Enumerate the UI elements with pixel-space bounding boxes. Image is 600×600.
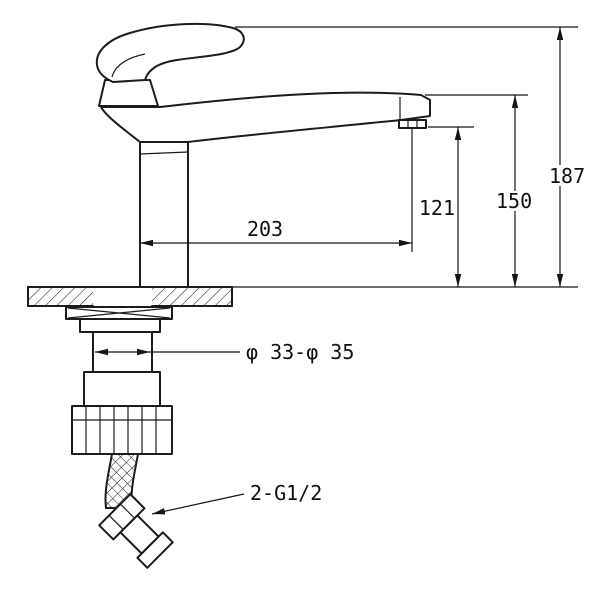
dimension-overall-height: 187 — [232, 26, 587, 288]
dim-label-spout-height: 150 — [496, 189, 532, 213]
annotation-hose-thread: 2-G1/2 — [151, 481, 322, 515]
handle-cap — [98, 79, 159, 107]
dimension-spout-height: 150 — [425, 94, 533, 287]
spout-outlet — [398, 119, 427, 129]
hose-connector — [98, 493, 174, 569]
dimension-outlet-height: 121 — [419, 126, 474, 287]
dim-label-overall-height: 187 — [549, 164, 585, 188]
dimension-spout-reach: 203 — [140, 129, 413, 252]
mounting-hardware — [65, 306, 173, 455]
mounting-nut — [71, 405, 173, 455]
lever-handle — [95, 22, 245, 83]
dim-label-hose-thread: 2-G1/2 — [250, 481, 322, 505]
faucet-body — [95, 22, 431, 288]
dimension-hole-diameter: φ 33-φ 35 — [95, 340, 354, 364]
countertop-section — [27, 286, 233, 307]
dim-label-outlet-height: 121 — [419, 196, 455, 220]
dim-label-hole-diameter: φ 33-φ 35 — [246, 340, 354, 364]
dim-label-spout-reach: 203 — [247, 217, 283, 241]
